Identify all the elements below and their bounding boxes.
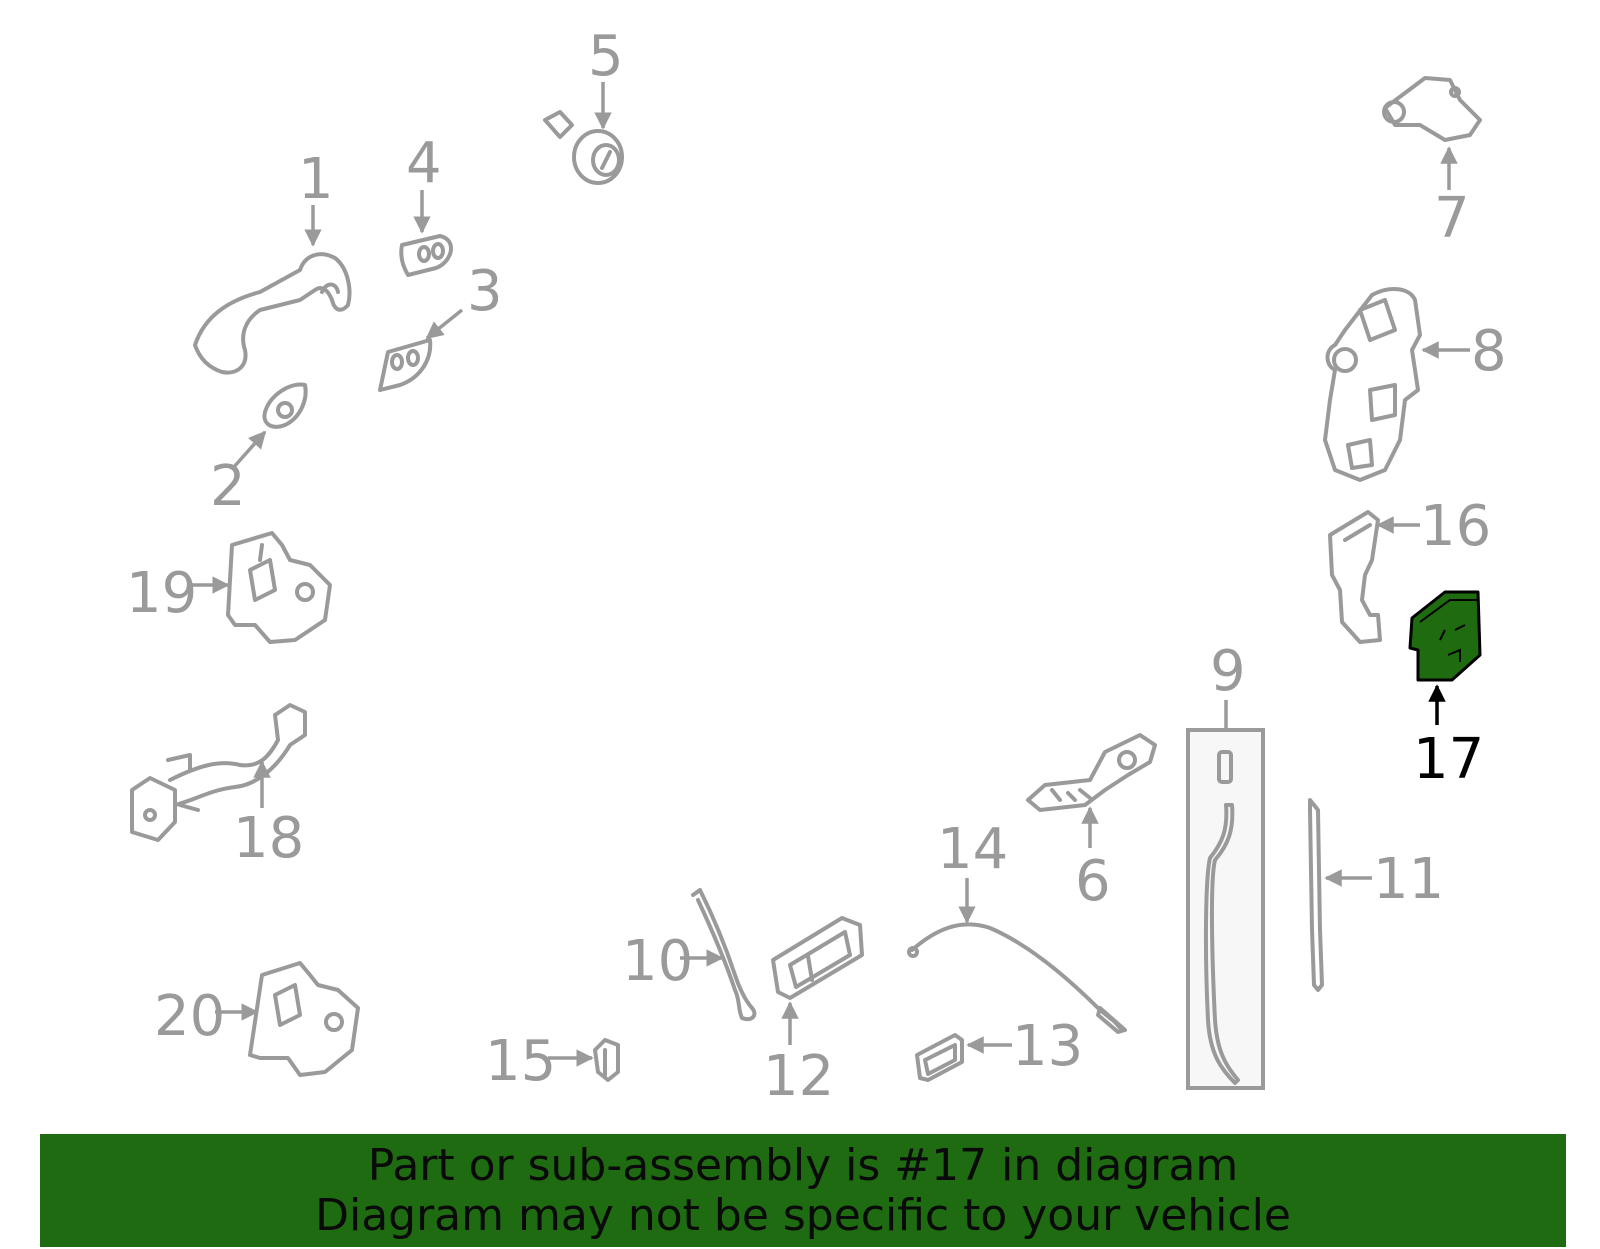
label-20: 20 — [154, 984, 225, 1049]
part-9-rod-assembly[interactable] — [1186, 728, 1265, 1090]
part-17-highlighted-module[interactable] — [1408, 590, 1482, 682]
label-5: 5 — [588, 24, 624, 89]
part-20-hinge[interactable] — [248, 961, 360, 1077]
part-5-lock-cylinder[interactable] — [543, 110, 624, 185]
part-10-rod[interactable] — [691, 888, 757, 1022]
banner-line-1: Part or sub-assembly is #17 in diagram — [367, 1139, 1239, 1191]
label-16: 16 — [1420, 494, 1491, 559]
label-13: 13 — [1012, 1014, 1083, 1079]
part-14-cable[interactable] — [907, 922, 1127, 1034]
part-7-bracket[interactable] — [1382, 76, 1482, 142]
label-3: 3 — [467, 259, 503, 324]
part-13-clip[interactable] — [915, 1033, 964, 1082]
label-12: 12 — [763, 1044, 834, 1109]
label-2: 2 — [210, 454, 246, 519]
label-18: 18 — [233, 806, 304, 871]
label-1: 1 — [298, 147, 334, 212]
part-11-rod[interactable] — [1308, 798, 1324, 992]
label-7: 7 — [1434, 186, 1470, 251]
label-8: 8 — [1471, 319, 1507, 384]
label-17: 17 — [1413, 727, 1484, 792]
part-15-clip[interactable] — [593, 1038, 620, 1082]
part-3-pad[interactable] — [378, 338, 433, 392]
part-4-pad[interactable] — [399, 234, 453, 277]
part-2-gasket[interactable] — [262, 382, 308, 429]
part-6-lever-bracket[interactable] — [1026, 733, 1157, 812]
label-4: 4 — [406, 131, 442, 196]
label-10: 10 — [622, 929, 693, 994]
label-6: 6 — [1075, 849, 1111, 914]
label-9: 9 — [1210, 639, 1246, 704]
label-15: 15 — [485, 1029, 556, 1094]
label-11: 11 — [1373, 847, 1444, 912]
part-8-latch[interactable] — [1323, 287, 1422, 482]
banner-line-2: Diagram may not be specific to your vehi… — [315, 1189, 1291, 1241]
info-banner: Part or sub-assembly is #17 in diagram D… — [40, 1134, 1566, 1247]
part-16-bracket[interactable] — [1328, 510, 1382, 644]
label-19: 19 — [126, 561, 197, 626]
part-12-housing[interactable] — [771, 916, 864, 1000]
part-18-check-strap[interactable] — [130, 703, 307, 842]
label-14: 14 — [937, 817, 1008, 882]
part-19-hinge[interactable] — [226, 531, 332, 644]
part-1-outside-handle[interactable] — [193, 252, 352, 375]
